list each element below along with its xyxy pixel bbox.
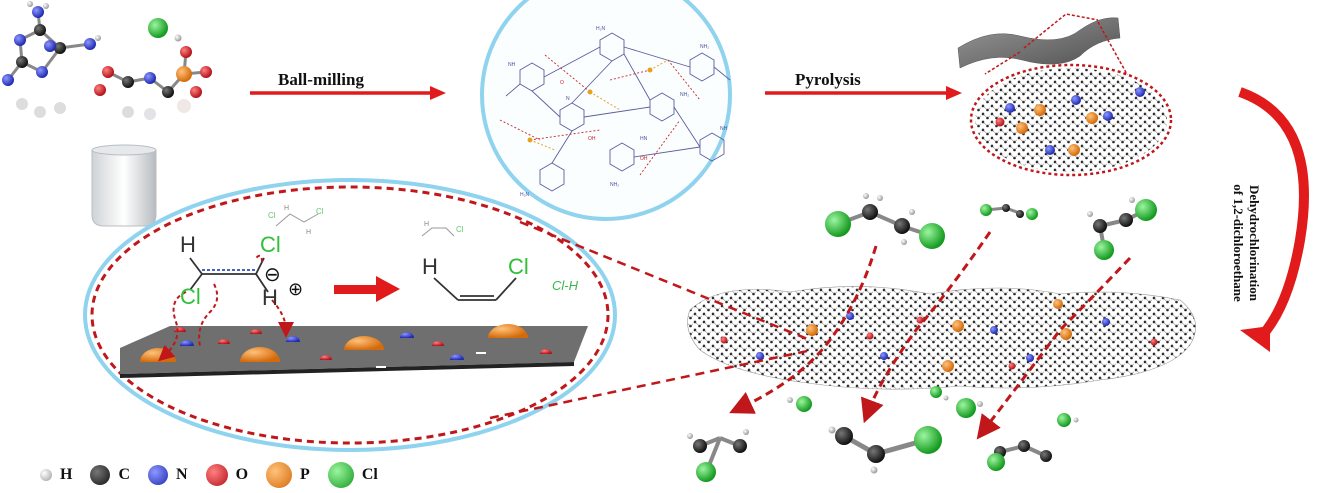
ball-milling-label: Ball-milling <box>278 70 364 89</box>
supramolecular-network: NH H₂N NH₂ H₂N NH₂ NH N HN NH₂ OH OH O <box>480 0 732 221</box>
product-cl-label: Cl <box>508 254 529 279</box>
svg-text:NH₂: NH₂ <box>610 182 619 188</box>
legend-label: C <box>118 466 131 483</box>
side-label-line2: of 1,2-dichloroethane <box>1231 184 1246 302</box>
dce-molecules <box>825 193 1157 260</box>
catalyst-sheet <box>687 286 1196 390</box>
legend-item-c: C <box>90 465 130 485</box>
mech-plus-charge: ⊕ <box>288 279 304 299</box>
legend-item-h: H <box>40 466 72 484</box>
svg-text:NH₂: NH₂ <box>680 92 689 98</box>
precursor-molecules <box>2 1 212 227</box>
side-label-line1: Dehydrochlorination <box>1247 184 1262 302</box>
svg-text:Cl: Cl <box>268 211 276 220</box>
svg-text:OH: OH <box>640 156 648 162</box>
hcl-byproduct-label: Cl-H <box>552 278 578 293</box>
reaction-path-arrows <box>729 231 1132 440</box>
svg-text:NH₂: NH₂ <box>700 44 709 50</box>
svg-text:HN: HN <box>640 136 648 142</box>
chlorine-atom-icon <box>327 462 354 488</box>
graphene-product <box>957 13 1173 177</box>
atom-legend: H C N O P Cl <box>40 462 396 488</box>
pyrolysis-arrow <box>765 86 962 100</box>
pyrolysis-label: Pyrolysis <box>795 70 861 89</box>
mech-cl-left: Cl <box>180 284 201 309</box>
phosphorus-atom-icon <box>266 462 293 488</box>
hydrogen-atom-icon <box>40 469 52 481</box>
svg-text:O: O <box>560 80 564 86</box>
svg-text:H₂N: H₂N <box>596 26 606 32</box>
legend-item-cl: Cl <box>327 462 378 488</box>
svg-text:H: H <box>306 229 311 236</box>
mech-minus-charge: ⊖ <box>264 264 281 286</box>
svg-text:NH: NH <box>508 62 516 68</box>
legend-label: O <box>235 466 249 483</box>
legend-item-p: P <box>266 462 310 488</box>
svg-text:H₂N: H₂N <box>520 192 530 198</box>
nitrogen-atom-icon <box>148 465 169 485</box>
legend-label: P <box>300 466 310 483</box>
mech-cl-top: Cl <box>260 232 281 257</box>
oxygen-atom-icon <box>205 464 228 486</box>
dehydrochlorination-arrow <box>1238 87 1309 352</box>
carbon-atom-icon <box>90 465 111 485</box>
svg-text:NH: NH <box>720 126 728 132</box>
svg-text:Cl: Cl <box>456 225 464 234</box>
svg-text:Cl: Cl <box>316 207 324 216</box>
product-h-label: H <box>422 254 438 279</box>
svg-text:N: N <box>566 96 570 102</box>
legend-item-o: O <box>205 464 249 486</box>
mech-h-top: H <box>180 232 196 257</box>
svg-text:H: H <box>284 205 289 212</box>
ball-milling-arrow <box>250 86 446 100</box>
svg-text:OH: OH <box>588 136 596 142</box>
svg-text:H: H <box>424 221 429 228</box>
vinyl-chloride-products <box>687 386 1079 482</box>
mech-h-bottom: H <box>262 285 278 310</box>
legend-label: N <box>176 466 188 483</box>
dehydrochlorination-label: Dehydrochlorination of 1,2-dichloroethan… <box>1218 168 1262 318</box>
legend-item-n: N <box>148 465 188 485</box>
legend-label: Cl <box>361 466 378 483</box>
legend-label: H <box>60 466 73 483</box>
